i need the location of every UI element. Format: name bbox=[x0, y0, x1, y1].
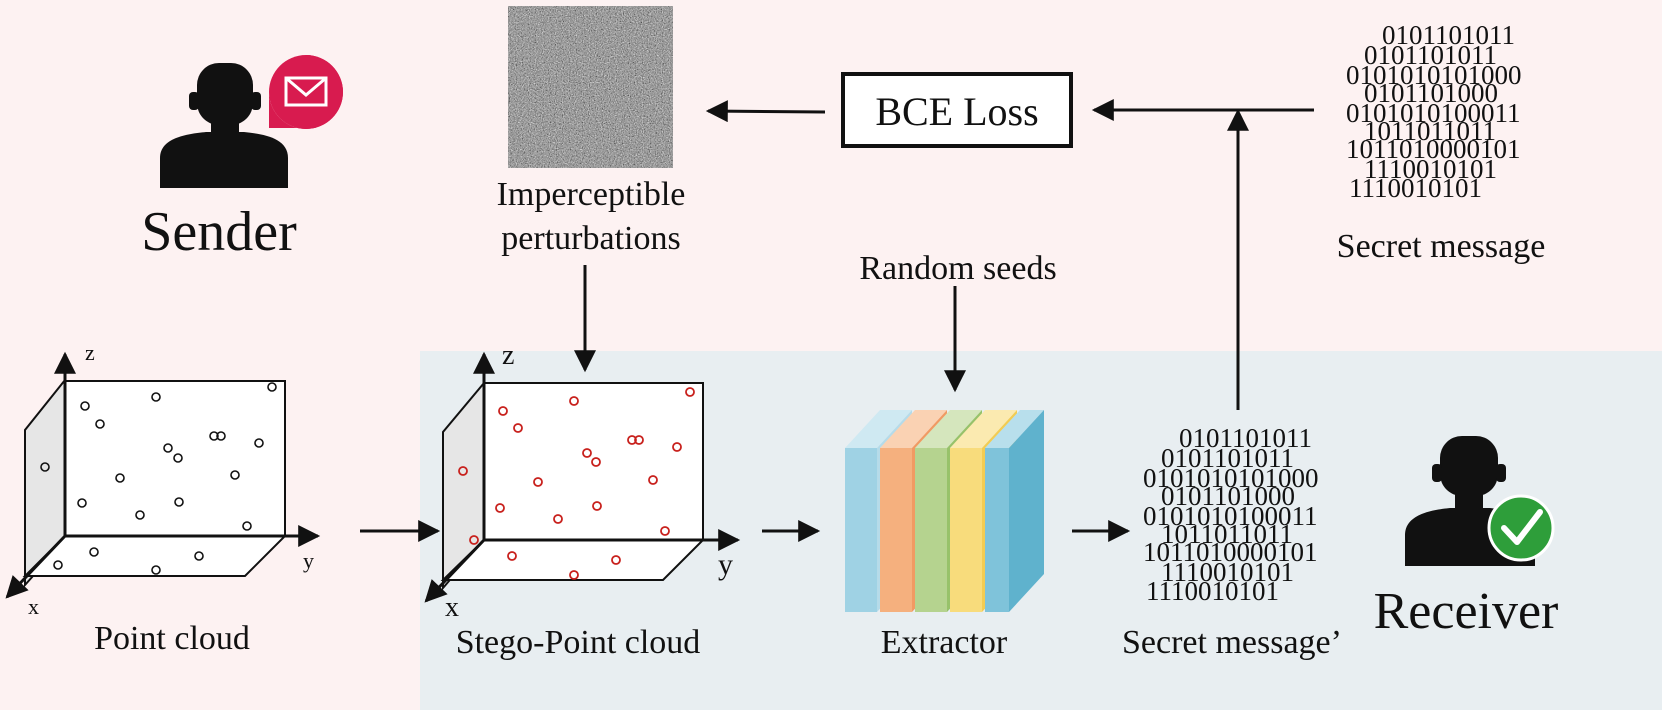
axis-y-label: y bbox=[303, 548, 314, 573]
perturbation-label-line1: Imperceptible bbox=[496, 176, 686, 213]
binary-line: 1110010101 bbox=[1146, 576, 1279, 606]
receiver-label: Receiver bbox=[1373, 583, 1559, 640]
arrows bbox=[360, 99, 1314, 542]
stego-axis-y-label: y bbox=[718, 548, 733, 581]
binary-line: 0101010101000 bbox=[1346, 60, 1522, 90]
perturbation-noise-image bbox=[508, 6, 673, 168]
binary-line: 0101101011 bbox=[1364, 40, 1497, 70]
stego-axis-z-label: z bbox=[502, 340, 515, 371]
sender-icon bbox=[160, 63, 288, 188]
bce-loss-box bbox=[841, 72, 1073, 148]
extractor-icon bbox=[845, 410, 1044, 612]
recovered-secret-message-label: Secret message’ bbox=[1122, 624, 1342, 661]
secret-message-binary: 0101101011 0101101011 0101010101000 0101… bbox=[1346, 22, 1546, 202]
binary-line: 1110010101 bbox=[1349, 173, 1482, 203]
stego-point-cloud-plot bbox=[424, 351, 741, 603]
binary-line: 1110010101 bbox=[1364, 154, 1497, 184]
binary-line: 0101101000 bbox=[1364, 78, 1498, 108]
axis-x-label: x bbox=[28, 594, 39, 619]
sender-label: Sender bbox=[141, 201, 297, 263]
point-cloud-plot bbox=[5, 351, 321, 599]
bce-loss-label: BCE Loss bbox=[875, 89, 1039, 134]
check-badge-icon bbox=[1487, 494, 1555, 562]
binary-line: 0101010100011 bbox=[1143, 501, 1318, 531]
secret-message-label: Secret message bbox=[1336, 228, 1546, 265]
perturbation-label-line2: perturbations bbox=[501, 220, 681, 257]
binary-line: 0101101000 bbox=[1161, 481, 1295, 511]
binary-line: 0101101011 bbox=[1382, 20, 1515, 50]
random-seeds-label: Random seeds bbox=[859, 250, 1057, 287]
binary-line: 1011011011 bbox=[1364, 116, 1496, 146]
recovered-message-binary: 0101101011 0101101011 0101010101000 0101… bbox=[1143, 425, 1343, 605]
point-cloud-label: Point cloud bbox=[94, 620, 250, 657]
binary-line: 1011011011 bbox=[1161, 519, 1293, 549]
binary-line: 1011010000101 bbox=[1346, 134, 1521, 164]
binary-line: 0101101011 bbox=[1161, 443, 1294, 473]
binary-line: 0101010101000 bbox=[1143, 463, 1319, 493]
arrow-loss-to-perturbation bbox=[705, 100, 826, 123]
binary-line: 1110010101 bbox=[1161, 557, 1294, 587]
binary-line: 0101010100011 bbox=[1346, 98, 1521, 128]
mail-badge-icon bbox=[269, 55, 343, 129]
binary-line: 1011010000101 bbox=[1143, 537, 1318, 567]
extractor-label: Extractor bbox=[880, 624, 1008, 661]
stego-axis-x-label: x bbox=[445, 592, 459, 623]
binary-line: 0101101011 bbox=[1179, 423, 1312, 453]
axis-z-label: z bbox=[85, 340, 95, 365]
stego-point-cloud-label: Stego-Point cloud bbox=[455, 624, 701, 661]
